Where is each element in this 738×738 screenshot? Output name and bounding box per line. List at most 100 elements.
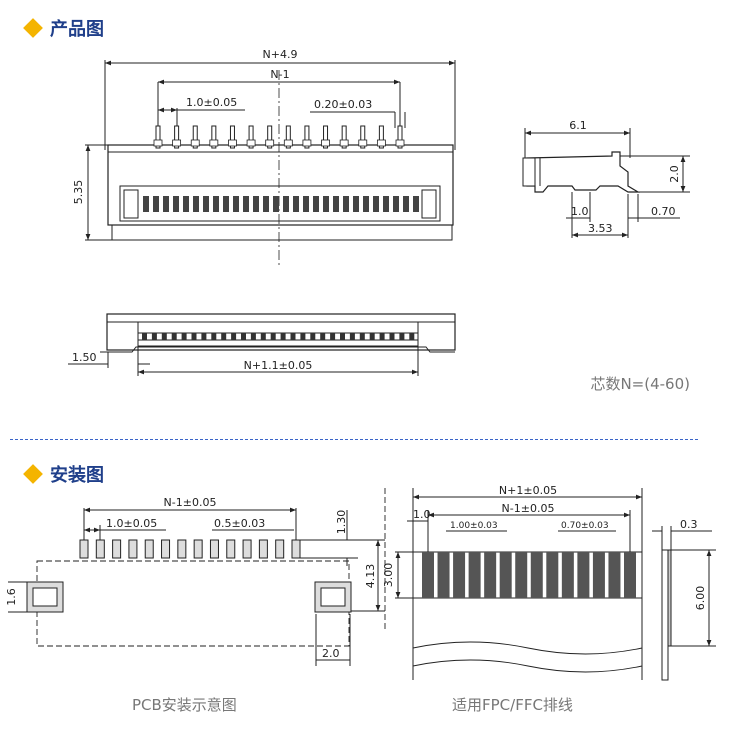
contact-slot (213, 196, 219, 212)
product-section-title: 产品图 (50, 19, 104, 40)
pin-shoulder (283, 139, 293, 147)
pcb-pad (144, 539, 154, 559)
front-contact (250, 333, 256, 340)
pcb-pad (258, 539, 268, 559)
pin-shoulder (190, 139, 200, 147)
front-contact (349, 333, 355, 340)
contact-slot (243, 196, 249, 212)
tab-width-label: 2.0 (322, 647, 340, 660)
pin-shoulder (246, 139, 256, 147)
front-contact (201, 333, 207, 340)
pcb-pad (95, 539, 105, 559)
contact-slot (413, 196, 419, 212)
tab-height-label: 1.6 (5, 588, 18, 606)
front-contact (191, 333, 197, 340)
front-contact (270, 333, 276, 340)
pin-lead (341, 125, 347, 149)
pcb-pad (79, 539, 89, 559)
front-contact (409, 333, 415, 340)
top-view-contacts (143, 196, 419, 212)
contact-slot (393, 196, 399, 212)
front-contact (369, 333, 375, 340)
contact-slot (193, 196, 199, 212)
front-contact (290, 333, 296, 340)
pcb-pad (193, 539, 203, 559)
contact-slot (383, 196, 389, 212)
pad-to-tab-label: 4.13 (364, 564, 377, 589)
fpc-contact (515, 552, 528, 598)
pcb-layout (8, 507, 385, 666)
contact-slot (363, 196, 369, 212)
edge-offset-label: 1.50 (72, 351, 97, 364)
pin-shoulder (209, 139, 219, 147)
front-contact (260, 333, 266, 340)
contact-slot (173, 196, 179, 212)
fpc-stiffener-length-label: 6.00 (694, 586, 707, 611)
front-contact (211, 333, 217, 340)
front-contact (142, 333, 147, 340)
front-contact (379, 333, 385, 340)
pin-lead (323, 125, 329, 149)
front-contact (300, 333, 306, 340)
front-contact (320, 333, 326, 340)
fpc-contact (468, 552, 481, 598)
front-view-contacts (142, 333, 415, 340)
pcb-pad (112, 539, 122, 559)
contact-slot (313, 196, 319, 212)
front-contact (389, 333, 395, 340)
contact-slot (303, 196, 309, 212)
pcb-pitch-label: 1.0±0.05 (106, 517, 157, 530)
install-section-title: 安装图 (50, 465, 104, 486)
fpc-contact (437, 552, 450, 598)
fpc-contact (624, 552, 636, 598)
pitch-label: 1.0±0.05 (186, 96, 237, 109)
pcb-pad (291, 539, 301, 559)
base-length-label: 3.53 (588, 222, 613, 235)
pad-width-label: 0.5±0.03 (214, 517, 265, 530)
pin-span-label: N-1 (270, 68, 289, 81)
side-height-label: 2.0 (668, 165, 681, 183)
pin-shoulder (395, 139, 405, 147)
fpc-edge-offset-label: 1.0 (413, 508, 431, 521)
pin-count-note: 芯数N=(4-60) (590, 375, 690, 393)
pin-lead (285, 125, 291, 149)
pcb-pad (226, 539, 236, 559)
contact-slot (263, 196, 269, 212)
contact-slot (163, 196, 169, 212)
fpc-contact (592, 552, 605, 598)
contact-slot (273, 196, 279, 212)
side-view (522, 128, 690, 238)
pin-lead (155, 125, 161, 149)
contact-slot (283, 196, 289, 212)
pin-lead (248, 125, 254, 149)
pcb-pad (161, 539, 171, 559)
pin-shoulder (265, 139, 275, 147)
contact-slot (403, 196, 409, 212)
side-depth-label: 6.1 (569, 119, 587, 132)
pcb-pads (79, 539, 301, 559)
pin-width-label: 0.20±0.03 (314, 98, 372, 111)
opening-width-label: N+1.1±0.05 (244, 359, 313, 372)
fpc-contact-span-label: N-1±0.05 (502, 502, 555, 515)
fpc-total-width-label: N+1±0.05 (499, 484, 557, 497)
pin-lead (267, 125, 273, 149)
pin-lead (360, 125, 366, 149)
fpc-pitch-label: 1.00±0.03 (450, 521, 498, 531)
top-view (85, 60, 456, 268)
front-contact (161, 333, 167, 340)
contact-slot (343, 196, 349, 212)
pcb-pad (242, 539, 252, 559)
product-section-heading: 产品图 (23, 15, 104, 41)
contact-slot (353, 196, 359, 212)
front-contact (241, 333, 246, 340)
pin-shoulder (376, 139, 386, 147)
fpc-contact (484, 552, 497, 598)
fpc-caption: 适用FPC/FFC排线 (452, 696, 573, 714)
contact-slot (253, 196, 259, 212)
contact-slot (233, 196, 239, 212)
pcb-caption: PCB安装示意图 (132, 696, 237, 714)
pcb-pad (177, 539, 187, 559)
pin-shoulder (153, 139, 163, 147)
contact-slot (203, 196, 209, 212)
contact-slot (293, 196, 299, 212)
